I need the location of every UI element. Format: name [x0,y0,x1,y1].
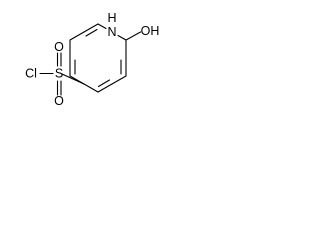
bond-c3-n2 [97,23,107,30]
atom-label-sulfur: S [55,67,63,81]
bond-c6-c5 [83,83,99,93]
atom-label-nitrogen: N [107,25,116,39]
atom-label-hydroxyl: OH [141,24,160,38]
bond-c4-c3 [83,23,99,33]
bond-c4a-c4 [69,31,85,41]
bond-c7-c6 [97,83,113,93]
bond-n2-c1 [117,34,127,41]
bond-c7-c6-inner [97,79,111,88]
chemical-structure-diagram: N H OH S O O Cl [25,11,160,108]
atom-label-nitrogen-hydrogen: H [107,11,116,25]
bond-c8-c7 [111,75,127,85]
atom-label-chlorine: Cl [25,67,37,81]
atom-label-oxygen-bottom: O [54,94,64,108]
bond-c5-s [61,73,85,85]
atom-label-oxygen-top: O [54,40,64,54]
bond-c4-c3-inner [85,28,98,37]
bond-c1-oh [125,31,142,41]
